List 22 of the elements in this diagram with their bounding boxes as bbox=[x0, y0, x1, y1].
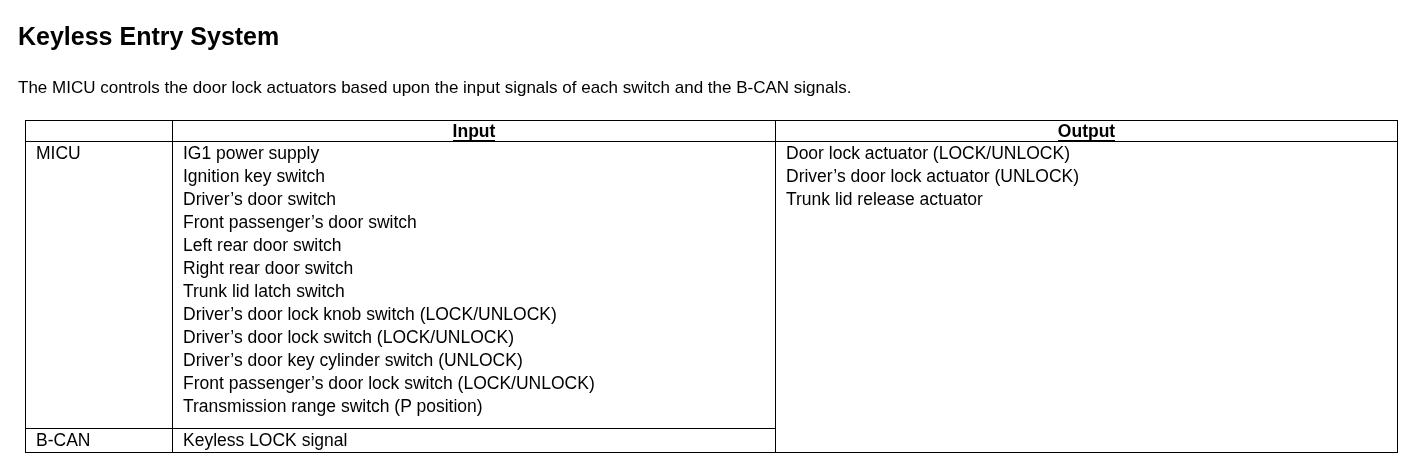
column-header: Output bbox=[1057, 123, 1116, 141]
input-item: Driver’s door switch bbox=[183, 188, 337, 211]
row-label: B-CAN bbox=[36, 429, 92, 452]
column-header: Input bbox=[452, 123, 496, 141]
input-item: Driver’s door lock knob switch (LOCK/UNLOCK) bbox=[183, 303, 558, 326]
input-item: Transmission range switch (P position) bbox=[183, 395, 484, 418]
input-item: Front passenger’s door lock switch (LOCK/UNLOCK) bbox=[183, 372, 596, 395]
input-item: Trunk lid latch switch bbox=[183, 280, 346, 303]
input-item: Right rear door switch bbox=[183, 257, 355, 280]
description-text: The MICU controls the door lock actuators based upon the input signals of each switch and the B-CAN signals. bbox=[18, 78, 852, 98]
input-item: Driver’s door lock switch (LOCK/UNLOCK) bbox=[183, 326, 515, 349]
input-item: IG1 power supply bbox=[183, 142, 321, 165]
output-item: Trunk lid release actuator bbox=[786, 188, 984, 211]
row-label: MICU bbox=[36, 142, 82, 165]
output-item: Driver’s door lock actuator (UNLOCK) bbox=[786, 165, 1081, 188]
input-item: Driver’s door key cylinder switch (UNLOCK) bbox=[183, 349, 524, 372]
input-item: Keyless LOCK signal bbox=[183, 429, 349, 452]
title: Keyless Entry System bbox=[18, 22, 280, 51]
output-item: Door lock actuator (LOCK/UNLOCK) bbox=[786, 142, 1071, 165]
input-item: Left rear door switch bbox=[183, 234, 343, 257]
input-item: Ignition key switch bbox=[183, 165, 326, 188]
input-item: Front passenger’s door switch bbox=[183, 211, 418, 234]
